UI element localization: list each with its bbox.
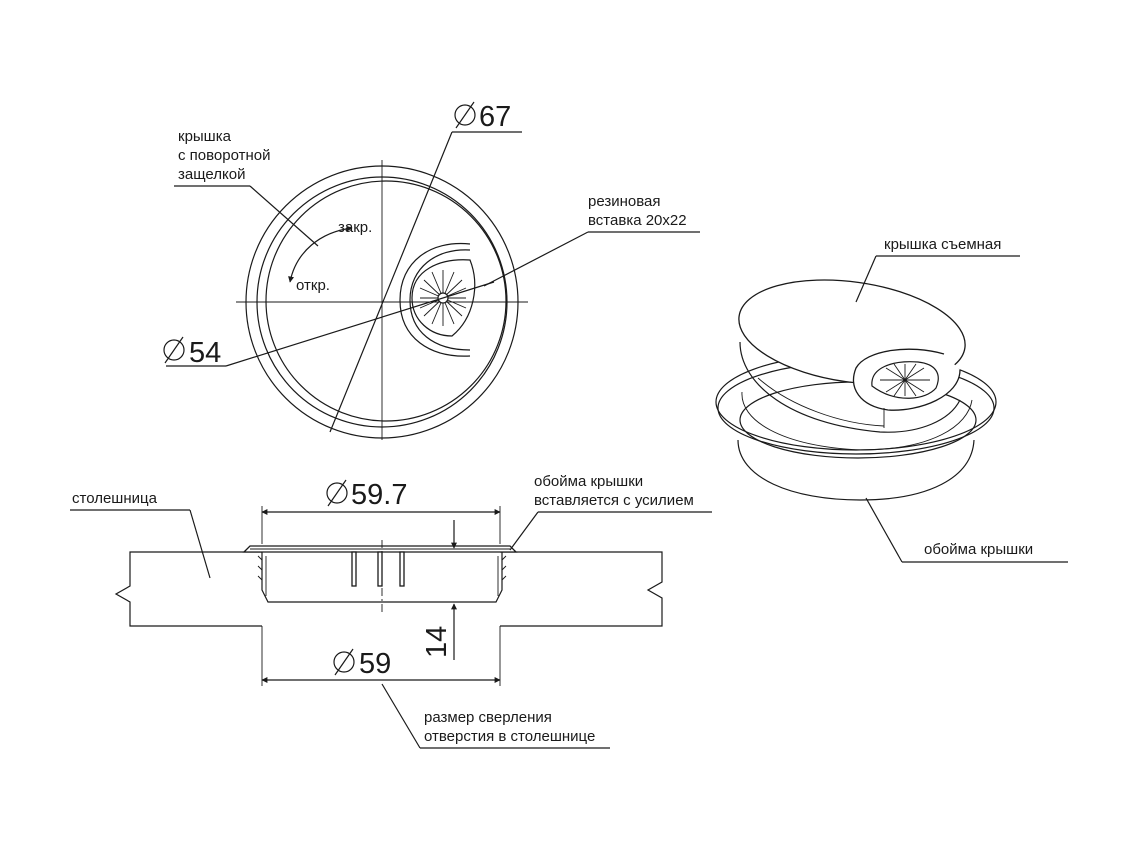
rubber-insert: [411, 259, 476, 337]
label-lid-removable: крышка съемная: [884, 236, 1001, 253]
diameter-symbol-59: [333, 648, 355, 676]
lid-lower-edge: [757, 377, 885, 427]
diameter-symbol-67: [454, 101, 476, 129]
iso-rubber-insert: [871, 361, 939, 399]
lid-removable-leader: [855, 255, 877, 303]
rotation-arrow: [288, 225, 353, 283]
tabletop-right: [500, 551, 663, 627]
diameter-symbol-54: [163, 336, 185, 364]
latch-tab: [399, 551, 405, 587]
dim-inner-diameter: 54: [189, 337, 221, 369]
label-open: откр.: [296, 277, 330, 294]
lid-circle: [265, 180, 507, 422]
label-lid-latch: крышка с поворотной защелкой: [178, 128, 275, 183]
collar-ribs-right: [501, 555, 507, 581]
dim-flange-diameter: 59.7: [351, 479, 407, 511]
rubber-insert-leader: [483, 231, 589, 287]
dim-height: 14: [421, 626, 453, 658]
label-rubber-insert: резиновая вставка 20х22: [588, 193, 687, 229]
dim-54-leader: [225, 281, 495, 367]
tabletop-leader: [189, 509, 211, 579]
iso-rubber-slits: [880, 363, 930, 397]
collar-ribs-left: [257, 555, 263, 581]
collar-inner-wall: [741, 391, 973, 451]
label-collar-press: обойма крышки вставляется с усилием: [534, 473, 694, 509]
latch-tab: [377, 551, 383, 587]
collar-press-leader: [509, 511, 539, 551]
lid-side: [739, 341, 961, 433]
label-drill-size: размер сверления отверстия в столешнице: [424, 709, 595, 745]
collar-leader: [865, 497, 903, 563]
tabletop-left: [114, 551, 262, 627]
section-collar-body: [261, 552, 503, 603]
top-view: 67 54 крышка с поворотной защелкой закр.…: [163, 101, 700, 440]
label-tabletop: столешница: [72, 490, 158, 507]
isometric-view: крышка съемная обойма крышки: [715, 236, 1068, 563]
latch-tab: [351, 551, 357, 587]
collar-body: [737, 439, 975, 501]
label-collar: обойма крышки: [924, 541, 1033, 558]
dim-67-leader: [329, 131, 453, 433]
opening-inner-edge: [409, 249, 471, 351]
lid-latch-leader: [249, 185, 319, 247]
section-view: 59.7 59 14 столешница обойма крышки вста…: [70, 473, 712, 749]
diameter-symbol-59-7: [326, 479, 348, 507]
dim-outer-diameter: 67: [479, 101, 511, 133]
label-closed: закр.: [338, 219, 372, 236]
opening-outer-edge: [399, 242, 471, 357]
drill-size-leader: [381, 683, 421, 749]
dim-hole-diameter: 59: [359, 648, 391, 680]
